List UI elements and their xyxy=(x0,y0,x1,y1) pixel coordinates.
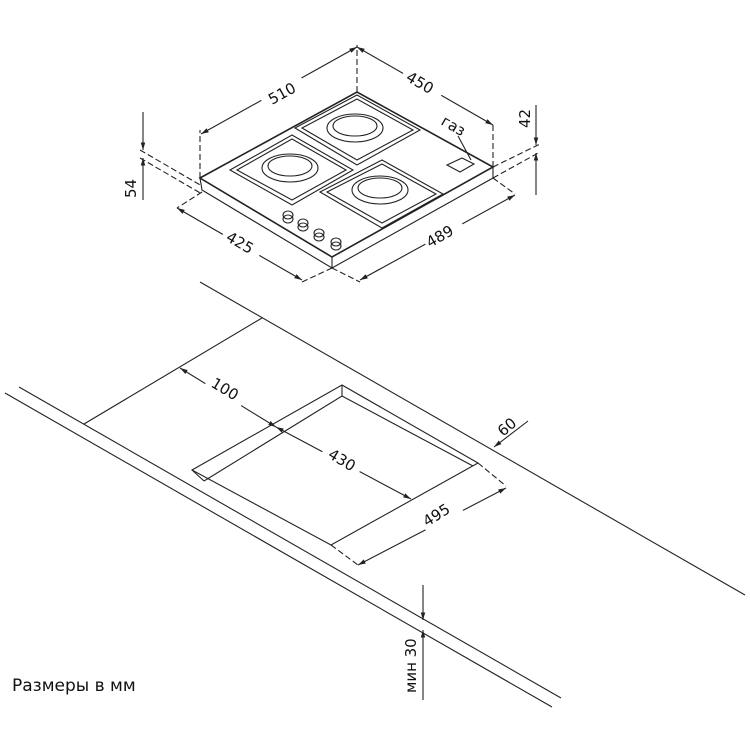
dim-height-total: 54 xyxy=(122,179,140,198)
dim-min-thickness: мин 30 xyxy=(402,638,420,693)
burner-back xyxy=(293,94,422,166)
dim-height-body: 42 xyxy=(516,109,534,128)
burner-right xyxy=(318,159,445,229)
knob-icon xyxy=(297,218,309,232)
knob-icon xyxy=(330,237,342,251)
knob-icon xyxy=(313,228,325,242)
units-note: Размеры в мм xyxy=(12,676,136,696)
knob-icon xyxy=(282,210,294,224)
cutout-dimensions: 100 430 495 60 мин 30 xyxy=(179,367,529,700)
gas-connection-plate xyxy=(445,157,476,173)
dim-back-gap: 60 xyxy=(494,414,520,440)
gas-label: газ xyxy=(438,112,469,140)
countertop xyxy=(4,281,746,708)
burner-left xyxy=(228,134,355,206)
